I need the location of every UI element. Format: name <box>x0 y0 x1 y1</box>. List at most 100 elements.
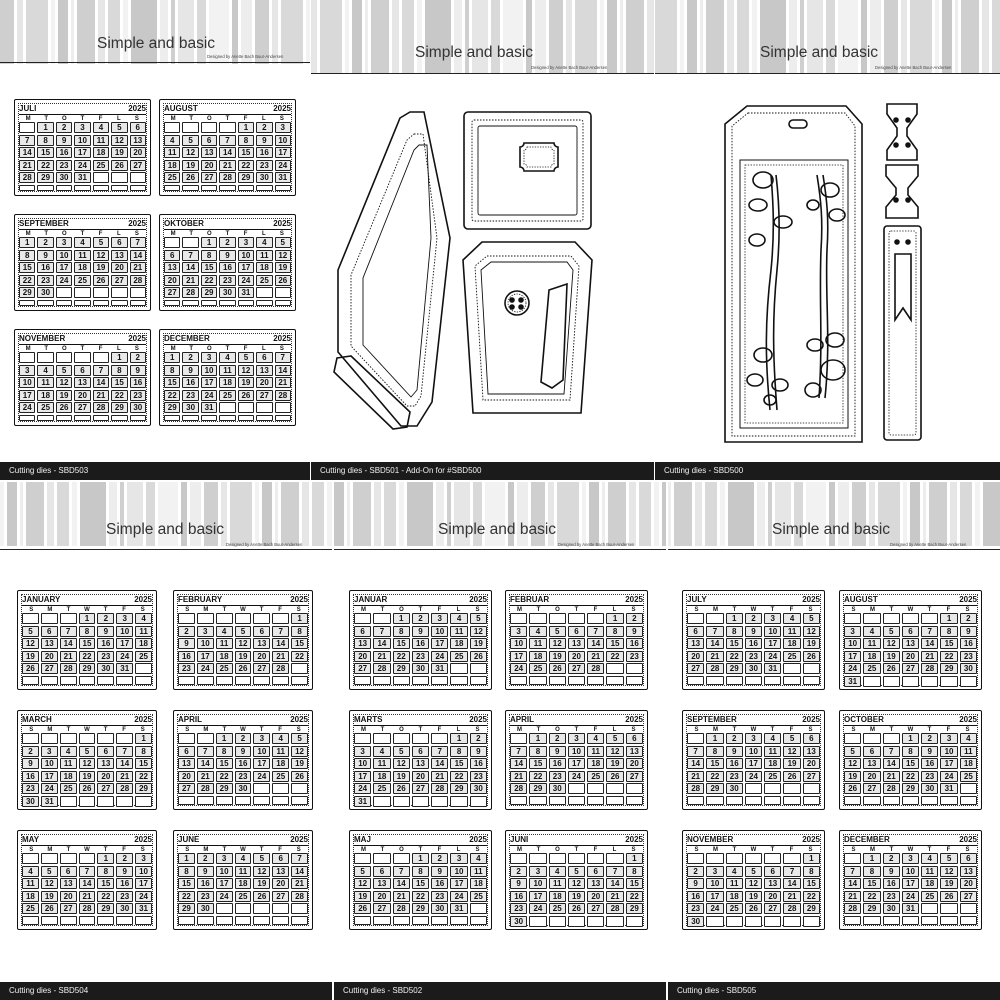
day-cell <box>431 915 449 925</box>
day-cell <box>74 352 91 363</box>
day-cell: 21 <box>129 262 146 273</box>
day-cell <box>129 287 146 298</box>
day-cell: 29 <box>19 287 36 298</box>
day-cell <box>783 853 801 864</box>
footer-label: Cutting dies - SBD502 <box>334 982 666 1000</box>
day-cell: 20 <box>164 274 181 286</box>
day-cell <box>291 795 308 805</box>
day-cell <box>135 795 152 807</box>
day-cell: 6 <box>272 853 290 864</box>
day-cell: 13 <box>625 745 643 757</box>
day-cell <box>55 414 73 421</box>
day-cell <box>55 287 73 298</box>
day-cell <box>863 675 881 687</box>
day-cell: 11 <box>164 147 181 158</box>
day-cell: 22 <box>392 650 410 662</box>
day-cell <box>178 613 195 624</box>
day-cell: 3 <box>510 625 528 637</box>
day-cell: 29 <box>97 903 115 914</box>
day-cell: 19 <box>392 770 410 782</box>
day-cell: 8 <box>901 745 920 757</box>
day-cell: 5 <box>40 865 58 877</box>
month-name: MARCH <box>22 715 52 724</box>
day-cell <box>844 795 862 805</box>
day-cell <box>764 675 782 685</box>
day-cell: 6 <box>178 745 195 757</box>
day-cell: 16 <box>625 638 643 649</box>
day-cell <box>354 853 372 864</box>
day-cell <box>901 613 920 624</box>
day-cell: 19 <box>22 650 39 662</box>
day-cell <box>587 613 605 624</box>
day-cell <box>234 613 252 624</box>
day-cell: 26 <box>92 274 110 286</box>
day-cell: 8 <box>940 625 958 637</box>
day-cell: 20 <box>901 650 920 662</box>
day-cell <box>59 733 77 744</box>
day-cell: 26 <box>234 663 252 674</box>
day-cell <box>291 903 308 914</box>
day-cell: 29 <box>411 903 430 914</box>
day-cell: 30 <box>182 402 199 413</box>
day-cell: 25 <box>921 890 939 902</box>
day-cell: 7 <box>78 865 96 877</box>
day-cell: 23 <box>55 159 73 171</box>
day-cell: 6 <box>74 364 91 376</box>
day-cell: 22 <box>625 890 643 902</box>
footer-label: Cutting dies - SBD503 <box>0 462 310 480</box>
day-cell: 11 <box>529 638 547 649</box>
day-cell <box>863 613 881 624</box>
day-cell: 9 <box>548 745 566 757</box>
day-cell <box>196 733 214 744</box>
day-cell: 9 <box>256 134 273 146</box>
day-cell: 18 <box>37 389 54 401</box>
day-cell: 15 <box>802 878 820 889</box>
day-cell: 9 <box>219 249 236 261</box>
day-cell: 12 <box>882 638 900 649</box>
day-cell <box>215 903 233 914</box>
day-cell <box>129 299 146 306</box>
day-cell <box>725 795 743 805</box>
day-cell: 7 <box>92 364 110 376</box>
day-cell: 27 <box>97 783 115 794</box>
day-cell: 10 <box>74 134 91 146</box>
day-cell: 24 <box>74 159 91 171</box>
brand-title: Simple and basic <box>772 521 891 538</box>
day-cell <box>567 795 586 805</box>
day-cell: 1 <box>940 613 958 624</box>
day-cell: 19 <box>882 650 900 662</box>
day-cell: 20 <box>40 650 58 662</box>
day-cell: 6 <box>764 865 782 877</box>
day-cell: 4 <box>37 364 54 376</box>
die-shapes-sbd501 <box>333 111 593 430</box>
day-cell: 31 <box>200 402 218 413</box>
day-cell: 12 <box>783 745 801 757</box>
day-cell <box>116 915 134 925</box>
month-name: MAY <box>22 835 40 844</box>
day-cell: 1 <box>411 853 430 864</box>
day-cell: 1 <box>237 122 255 133</box>
day-cell: 15 <box>863 878 881 889</box>
day-cell: 1 <box>37 122 54 133</box>
day-cell: 22 <box>135 770 152 782</box>
day-cell: 6 <box>373 865 391 877</box>
day-cell: 8 <box>37 134 54 146</box>
day-cell: 25 <box>725 903 743 914</box>
day-cell: 9 <box>182 364 199 376</box>
footer-label: Cutting dies - SBD501 - Add-On for #SBD5… <box>311 462 654 480</box>
day-cell: 11 <box>373 758 391 769</box>
day-cell: 4 <box>135 613 152 624</box>
day-cell: 20 <box>200 159 218 171</box>
day-cell <box>37 414 54 421</box>
day-cell: 13 <box>687 638 705 649</box>
day-cell: 17 <box>215 878 233 889</box>
day-cell: 11 <box>725 878 743 889</box>
footer-label: Cutting dies - SBD500 <box>655 462 1000 480</box>
day-cell <box>40 675 58 685</box>
